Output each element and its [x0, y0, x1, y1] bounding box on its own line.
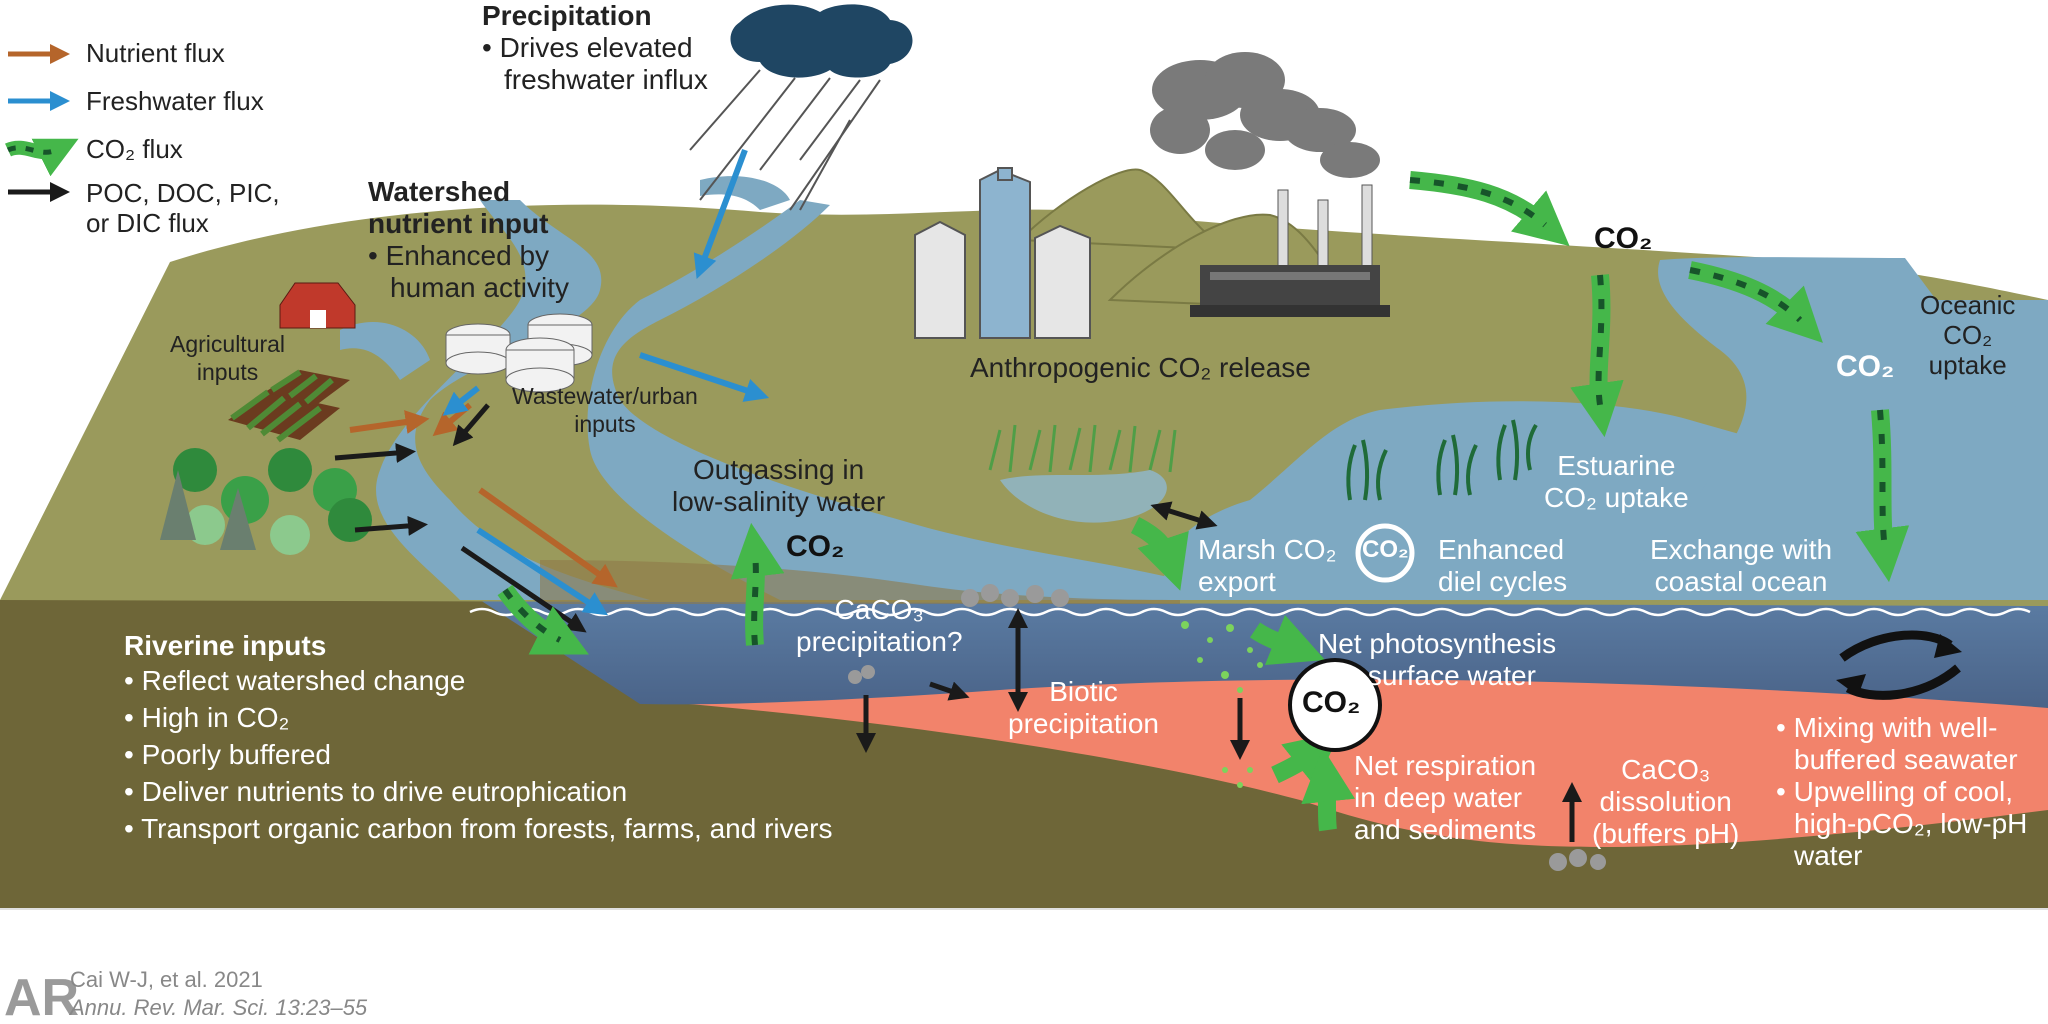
rain-streaks — [689, 69, 881, 211]
river-channel — [340, 321, 430, 380]
riverine-item: Poorly buffered — [124, 736, 833, 773]
legend-carbon: POC, DOC, PIC,or DIC flux — [86, 178, 280, 238]
atmospheric-co2: CO₂ — [1594, 222, 1653, 255]
riverine-title: Riverine inputs — [124, 630, 327, 661]
legend-freshwater: Freshwater flux — [86, 86, 264, 116]
riverine-item: High in CO₂ — [124, 699, 833, 736]
diel-cycle-ring — [1355, 523, 1415, 583]
riverine-item: Deliver nutrients to drive eutrophicatio… — [124, 773, 833, 810]
barn — [279, 282, 356, 329]
carbonate-particles — [848, 584, 1606, 871]
riverine-inputs: Riverine inputs Reflect watershed change… — [124, 630, 833, 847]
legend-co2: CO₂ flux — [86, 134, 183, 164]
co2-flux-twist — [502, 177, 1888, 646]
riverine-item: Reflect watershed change — [124, 662, 833, 699]
ocean-co2: CO₂ — [1836, 350, 1895, 383]
watershed-label: Watershed nutrient input • Enhanced by h… — [368, 176, 569, 303]
city-buildings — [914, 167, 1091, 339]
storage-tanks — [445, 313, 593, 393]
marsh-pond — [1000, 470, 1167, 523]
river-channel — [587, 200, 1180, 600]
rain-cloud — [730, 4, 913, 78]
seagrass — [1346, 419, 1538, 501]
citation: Cai W-J, et al. 2021 Annu. Rev. Mar. Sci… — [70, 967, 368, 1020]
coastal-ocean — [1600, 257, 2048, 600]
diel-co2: CO₂ — [1362, 536, 1409, 563]
svg-text:AR: AR — [4, 969, 79, 1024]
water-surface-line — [469, 607, 2031, 617]
phytoplankton — [1181, 621, 1263, 788]
power-plant — [1190, 184, 1390, 317]
riverine-list: Reflect watershed change High in CO₂ Poo… — [124, 662, 833, 847]
mixing-cycle-arrows — [1836, 630, 1962, 700]
outgassing-co2: CO₂ — [786, 530, 845, 563]
river-channel — [376, 200, 650, 600]
smoke-plume — [1150, 52, 1380, 178]
mountain — [1017, 168, 1231, 251]
water-column — [480, 600, 2048, 708]
precipitation-label: Precipitation • Drives elevated freshwat… — [482, 0, 708, 95]
marsh-vegetation — [988, 424, 1177, 473]
riverine-item: Transport organic carbon from forests, f… — [124, 810, 832, 847]
crop-fields — [228, 369, 350, 443]
legend-arrows — [5, 44, 79, 202]
mixing-label: • Mixing with well-buffered seawater • U… — [1776, 712, 2028, 871]
legend-nutrient: Nutrient flux — [86, 38, 225, 68]
forest-trees — [160, 448, 372, 555]
river-bank — [540, 560, 1180, 604]
footer-bar — [0, 908, 2048, 910]
river-channel — [700, 176, 790, 210]
freshwater-flux-arrows — [442, 148, 770, 616]
respiration-co2: CO₂ — [1302, 686, 1361, 719]
respiration-co2-bubble — [1288, 658, 1382, 752]
anthropogenic-label: Anthropogenic CO₂ release — [970, 352, 1311, 383]
publisher-logo: AR — [0, 966, 79, 1024]
